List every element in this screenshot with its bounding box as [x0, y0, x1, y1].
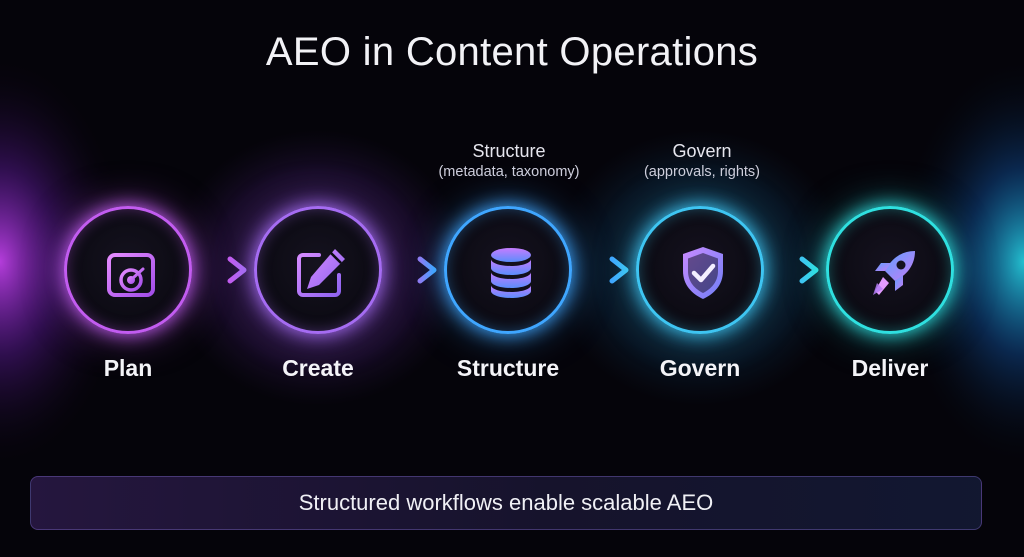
rocket-icon: [873, 251, 915, 295]
pencil-edit-icon: [297, 249, 345, 297]
step-label-plan: Plan: [103, 355, 153, 381]
summary-banner: Structured workflows enable scalable AEO: [30, 476, 982, 530]
create-node: [254, 206, 382, 334]
database-icon: [491, 248, 531, 298]
step-label-create: Create: [282, 355, 354, 381]
arrow-plan-to-create: [194, 256, 247, 284]
step-label-govern: Govern: [659, 355, 741, 381]
structure-node: [444, 206, 572, 334]
annotation-structure: Structure (metadata, taxonomy): [409, 140, 609, 182]
annotation-heading: Govern: [672, 141, 732, 161]
diagram-title: AEO in Content Operations: [265, 30, 759, 74]
arrow-govern-to-deliver: [766, 256, 819, 284]
step-label-structure: Structure: [456, 355, 560, 381]
annotation-govern: Govern (approvals, rights): [602, 140, 802, 182]
step-label-deliver: Deliver: [851, 355, 929, 381]
arrow-structure-to-govern: [576, 256, 629, 284]
calendar-target-icon: [107, 247, 155, 297]
govern-node: [636, 206, 764, 334]
annotation-detail: (approvals, rights): [643, 164, 761, 180]
deliver-node: [826, 206, 954, 334]
arrow-create-to-structure: [384, 256, 437, 284]
plan-node: [64, 206, 192, 334]
annotation-detail: (metadata, taxonomy): [438, 164, 580, 180]
shield-check-icon: [683, 247, 723, 299]
annotation-heading: Structure: [472, 141, 546, 161]
